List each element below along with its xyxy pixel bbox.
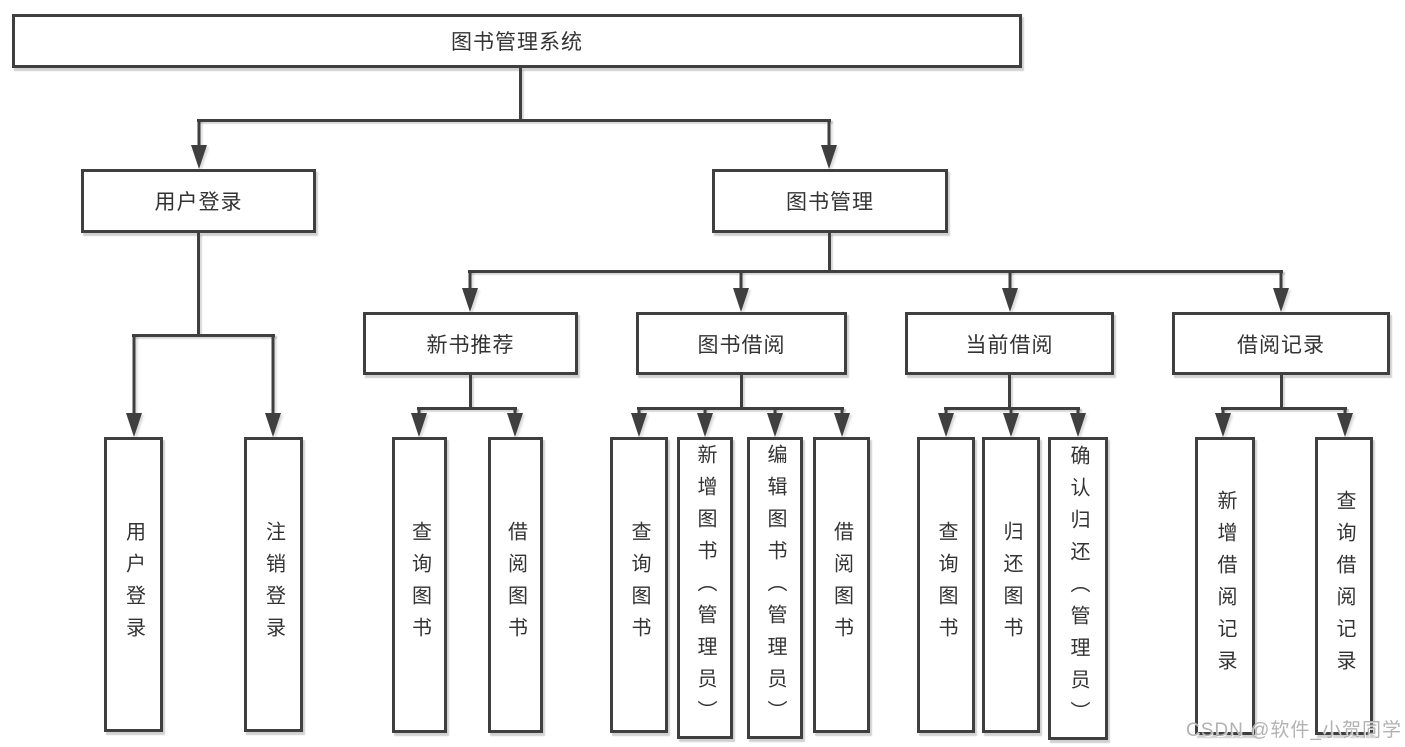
edge-root-vline [519, 68, 522, 119]
arrow-to-leaf-user-login [126, 334, 142, 437]
edge-new-rec-vline [469, 375, 472, 407]
leaf-borrow-books-1: 借阅图书 [488, 437, 543, 733]
node-new-book-recommendation: 新书推荐 [363, 312, 578, 375]
node-book-borrowing: 图书借阅 [636, 312, 847, 375]
arrow-to-query-borrow-record [1337, 407, 1353, 437]
edge-borrow-records-hline [1221, 407, 1347, 410]
leaf-query-books-2: 查询图书 [610, 437, 668, 733]
node-book-management: 图书管理 [712, 169, 948, 233]
arrow-to-borrow-books-1 [507, 407, 523, 437]
csdn-watermark: CSDN @软件_小贺同学 [1186, 720, 1402, 741]
leaf-add-borrow-record: 新增借阅记录 [1195, 437, 1255, 735]
leaf-user-login: 用户登录 [104, 437, 163, 732]
node-user-login: 用户登录 [81, 169, 316, 233]
node-current-borrowing: 当前借阅 [905, 312, 1114, 375]
arrow-to-user-login [191, 119, 207, 169]
edge-root-hline [197, 119, 831, 122]
arrow-to-add-borrow-record [1215, 407, 1231, 437]
arrow-to-leaf-logout [265, 334, 281, 437]
leaf-query-borrow-record: 查询借阅记录 [1315, 437, 1373, 735]
edge-borrow-records-vline [1280, 375, 1283, 407]
arrow-to-new-book-rec [462, 270, 478, 312]
arrow-to-borrow-records [1273, 270, 1289, 312]
edge-book-mgmt-hline [468, 270, 1283, 273]
arrow-to-confirm-return-admin [1070, 407, 1086, 437]
arrow-to-query-books-1 [411, 407, 427, 437]
edge-current-borrow-vline [1008, 375, 1011, 407]
leaf-confirm-return-admin: 确认归还（管理员） [1048, 437, 1108, 740]
leaf-query-books-3: 查询图书 [917, 437, 975, 733]
arrow-to-query-books-2 [631, 407, 647, 437]
edge-book-borrow-hline [637, 407, 844, 410]
arrow-to-return-book [1003, 407, 1019, 437]
arrow-to-borrow-books-2 [834, 407, 850, 437]
arrow-to-add-book-admin [697, 407, 713, 437]
node-library-management-system: 图书管理系统 [12, 14, 1022, 68]
edge-user-login-vline [197, 233, 200, 334]
leaf-return-book: 归还图书 [982, 437, 1040, 733]
arrow-to-book-borrow [733, 270, 749, 312]
leaf-borrow-books-2: 借阅图书 [813, 437, 870, 733]
edge-user-login-hline [132, 334, 275, 337]
node-borrowing-records: 借阅记录 [1172, 312, 1390, 375]
leaf-logout: 注销登录 [244, 437, 303, 732]
arrow-to-edit-book-admin [767, 407, 783, 437]
arrow-to-book-management [821, 119, 837, 169]
edge-new-rec-hline [417, 407, 517, 410]
arrow-to-current-borrow [1002, 270, 1018, 312]
edge-book-mgmt-vline [828, 233, 831, 270]
edge-book-borrow-vline [740, 375, 743, 407]
leaf-query-books-1: 查询图书 [392, 437, 447, 733]
leaf-add-book-admin: 新增图书（管理员） [677, 437, 733, 739]
leaf-edit-book-admin: 编辑图书（管理员） [747, 437, 803, 739]
arrow-to-query-books-3 [938, 407, 954, 437]
